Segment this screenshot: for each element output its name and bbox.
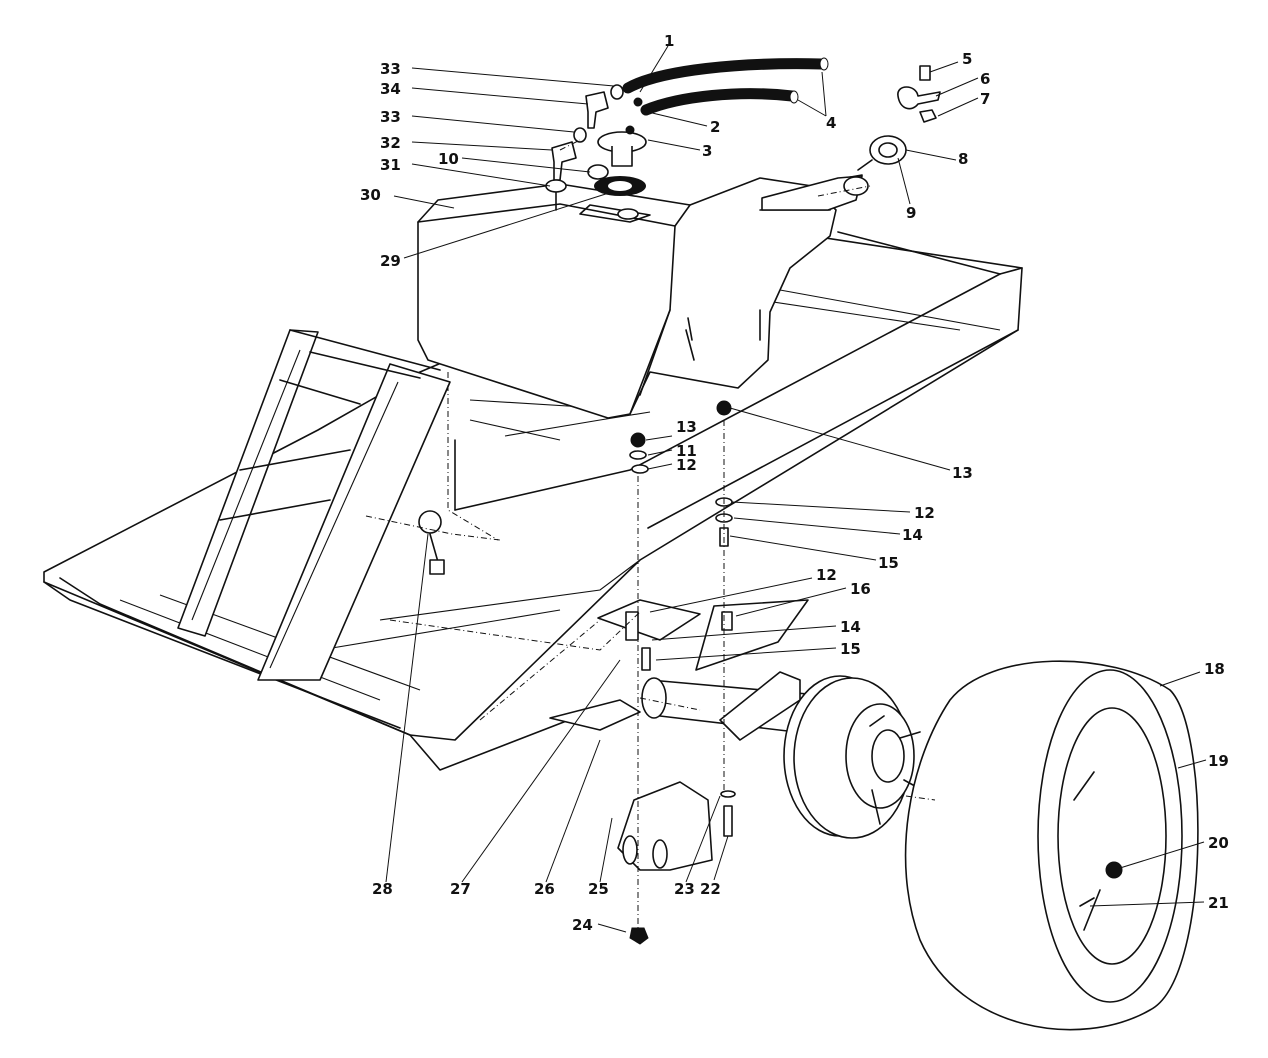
label-24: 24 <box>572 916 593 934</box>
label-19: 19 <box>1208 752 1229 770</box>
label-12c: 12 <box>816 566 837 584</box>
label-16: 16 <box>850 580 871 598</box>
fittings <box>418 65 941 575</box>
label-12a: 12 <box>676 456 697 474</box>
label-28: 28 <box>372 880 393 898</box>
label-32: 32 <box>380 134 401 152</box>
label-15b: 15 <box>840 640 861 658</box>
label-18: 18 <box>1204 660 1225 678</box>
label-31: 31 <box>380 156 401 174</box>
fuel-hoses <box>622 57 829 116</box>
rear-wheel <box>904 660 1199 1031</box>
label-25: 25 <box>588 880 609 898</box>
label-23: 23 <box>674 880 695 898</box>
label-9: 9 <box>906 204 916 222</box>
label-15a: 15 <box>878 554 899 572</box>
label-30: 30 <box>360 186 381 204</box>
label-33a: 33 <box>380 60 401 78</box>
assembly-lines <box>365 139 936 930</box>
label-20: 20 <box>1208 834 1229 852</box>
label-8: 8 <box>958 150 968 168</box>
label-13a: 13 <box>676 418 697 436</box>
label-6: 6 <box>980 70 990 88</box>
seat-support <box>177 329 451 681</box>
part-labels: 1 2 3 4 5 6 7 8 9 10 11 12 12 12 12 13 1… <box>360 32 1229 934</box>
label-5: 5 <box>962 50 972 68</box>
label-7: 7 <box>980 90 990 108</box>
label-14a: 14 <box>902 526 923 544</box>
label-13b: 13 <box>952 464 973 482</box>
leader-lines <box>385 45 1207 933</box>
label-12b: 12 <box>914 504 935 522</box>
label-1: 1 <box>664 32 674 50</box>
axle-assembly <box>549 599 923 945</box>
label-11: 11 <box>676 442 697 460</box>
label-26: 26 <box>534 880 555 898</box>
label-33b: 33 <box>380 108 401 126</box>
label-3: 3 <box>702 142 712 160</box>
label-34: 34 <box>380 80 401 98</box>
label-10: 10 <box>438 150 459 168</box>
label-4: 4 <box>826 114 836 132</box>
label-27: 27 <box>450 880 471 898</box>
fuel-tank <box>417 174 869 419</box>
label-2: 2 <box>710 118 720 136</box>
label-29: 29 <box>380 252 401 270</box>
label-14b: 14 <box>840 618 861 636</box>
label-22: 22 <box>700 880 721 898</box>
label-21: 21 <box>1208 894 1229 912</box>
